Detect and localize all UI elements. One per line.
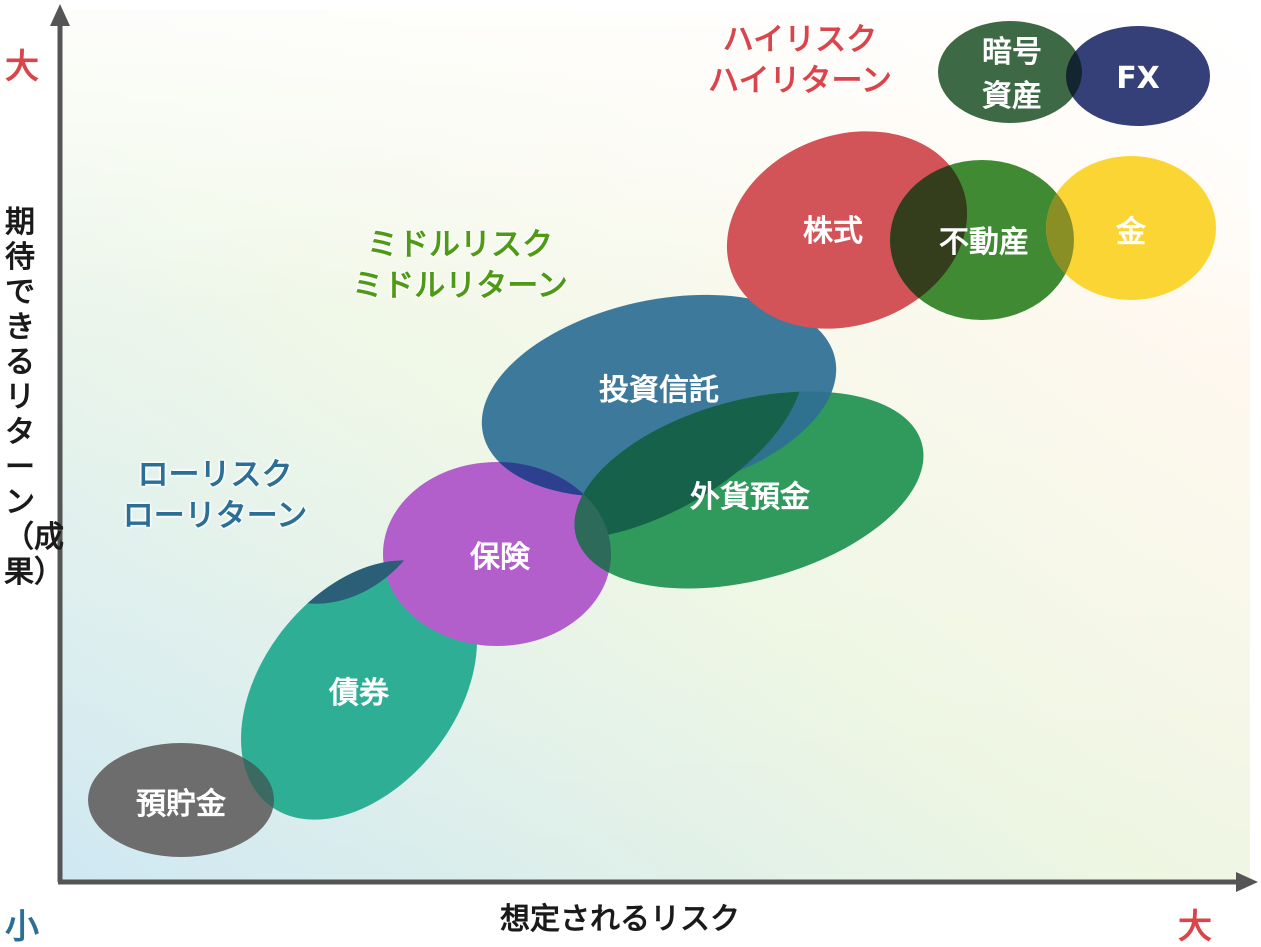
ellipse-savings xyxy=(88,743,274,857)
product-labels: 預貯金 債券 保険 外貨預金 投資信託 株式 不動産 金 暗号 資産 FX xyxy=(136,35,1160,822)
group-low-risk: ローリスク ローリターン xyxy=(100,455,330,537)
label-insurance: 保険 xyxy=(470,540,531,575)
group-low-risk-line1: ローリスク xyxy=(137,457,293,493)
label-real-estate: 不動産 xyxy=(939,225,1029,260)
x-axis-title: 想定されるリスク xyxy=(500,902,740,937)
y-axis-small-label: 小 xyxy=(5,907,39,947)
label-investment-trust: 投資信託 xyxy=(599,373,719,408)
ellipse-crypto xyxy=(938,21,1082,123)
x-axis-large-label: 大 xyxy=(1178,907,1212,947)
x-axis-arrow xyxy=(1236,872,1258,892)
group-high-risk: ハイリスク ハイリターン xyxy=(690,20,910,102)
group-middle-risk: ミドルリスク ミドルリターン xyxy=(330,225,590,307)
label-savings: 預貯金 xyxy=(136,787,227,822)
ellipse-fx xyxy=(1066,26,1210,126)
group-high-risk-line1: ハイリスク xyxy=(722,22,878,58)
label-fx: FX xyxy=(1116,61,1160,96)
label-foreign-deposit: 外貨預金 xyxy=(690,480,811,515)
ellipse-gold xyxy=(1046,156,1216,300)
group-high-risk-line2: ハイリターン xyxy=(708,63,892,99)
group-low-risk-line2: ローリターン xyxy=(122,498,308,534)
label-crypto-line1: 暗号 xyxy=(982,35,1042,70)
group-middle-risk-line2: ミドルリターン xyxy=(352,268,568,304)
label-crypto-line2: 資産 xyxy=(982,79,1042,114)
label-bonds: 債券 xyxy=(328,676,390,711)
y-axis-arrow xyxy=(50,4,70,26)
label-gold: 金 xyxy=(1115,215,1147,250)
ellipse-bonds xyxy=(241,560,477,820)
axes xyxy=(50,4,1258,892)
group-middle-risk-line1: ミドルリスク xyxy=(367,227,553,263)
y-axis-title: 期待できるリターン（成果） xyxy=(4,205,64,590)
ellipse-insurance xyxy=(383,462,611,646)
y-axis-large-label: 大 xyxy=(5,47,39,87)
label-stocks: 株式 xyxy=(803,214,863,249)
